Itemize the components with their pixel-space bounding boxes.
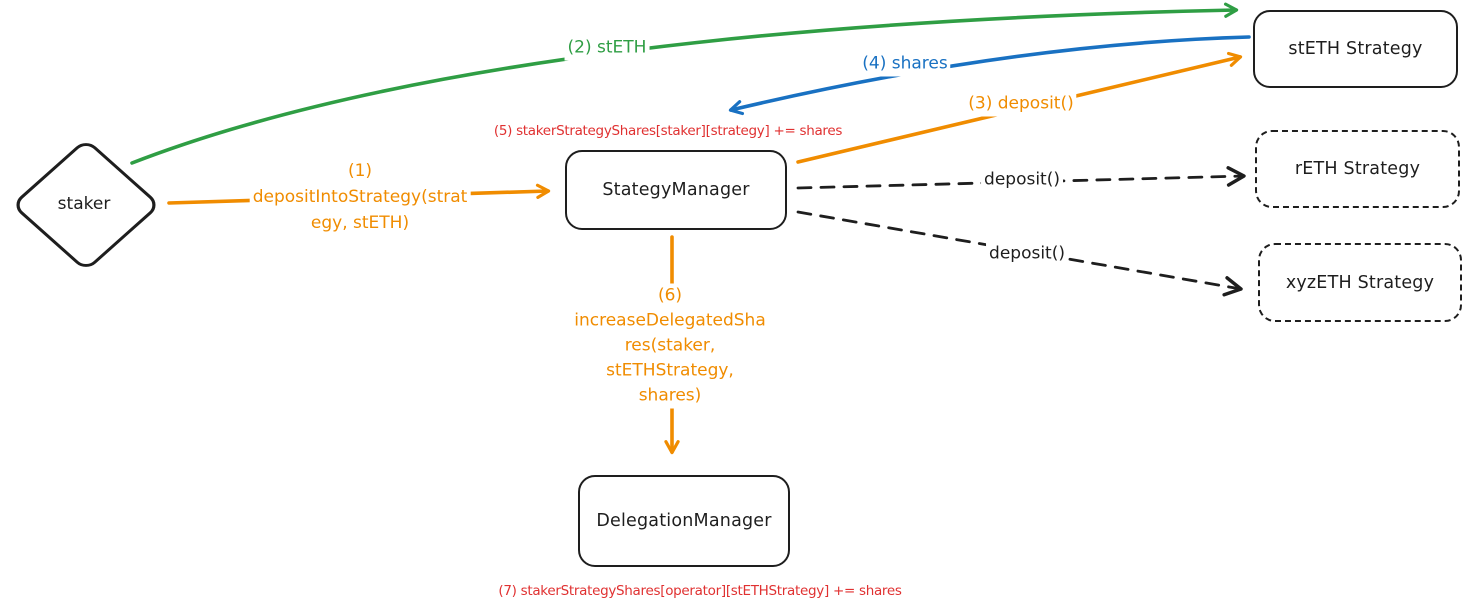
note-step5: (5) stakerStrategyShares[staker][strateg… bbox=[493, 123, 843, 139]
note-step7: (7) stakerStrategyShares[operator][stETH… bbox=[498, 583, 902, 599]
arrow-step2-steth bbox=[130, 2, 1239, 165]
node-staker-shape bbox=[16, 143, 156, 267]
node-steth-strategy: stETH Strategy bbox=[1253, 10, 1458, 88]
edge-label-step4: (4) shares bbox=[859, 51, 951, 77]
arrow-deposit-xyzeth-dashed bbox=[796, 210, 1243, 297]
edge-label-step3: (3) deposit() bbox=[965, 91, 1077, 117]
node-staker-label: staker bbox=[57, 194, 111, 214]
edge-label-step6: (6) increaseDelegatedSha res(staker, stE… bbox=[571, 283, 769, 409]
node-strategy-manager: StategyManager bbox=[565, 150, 787, 230]
node-steth-strategy-label: stETH Strategy bbox=[1288, 39, 1423, 59]
node-xyzeth-strategy: xyzETH Strategy bbox=[1258, 243, 1462, 322]
arrow-deposit-reth-dashed bbox=[796, 166, 1246, 190]
edge-label-deposit-xyzeth: deposit() bbox=[986, 241, 1068, 267]
node-delegation-manager: DelegationManager bbox=[578, 475, 790, 567]
node-reth-strategy: rETH Strategy bbox=[1255, 130, 1460, 208]
edge-label-step2: (2) stETH bbox=[564, 35, 650, 61]
arrow-step4-shares bbox=[728, 35, 1251, 116]
edge-label-step1: (1) depositIntoStrategy(strat egy, stETH… bbox=[249, 158, 471, 236]
node-xyzeth-strategy-label: xyzETH Strategy bbox=[1285, 272, 1435, 293]
node-reth-strategy-label: rETH Strategy bbox=[1294, 159, 1421, 179]
edge-label-deposit-reth: deposit() bbox=[981, 167, 1063, 193]
node-delegation-manager-label: DelegationManager bbox=[596, 511, 772, 531]
node-strategy-manager-label: StategyManager bbox=[602, 180, 750, 200]
